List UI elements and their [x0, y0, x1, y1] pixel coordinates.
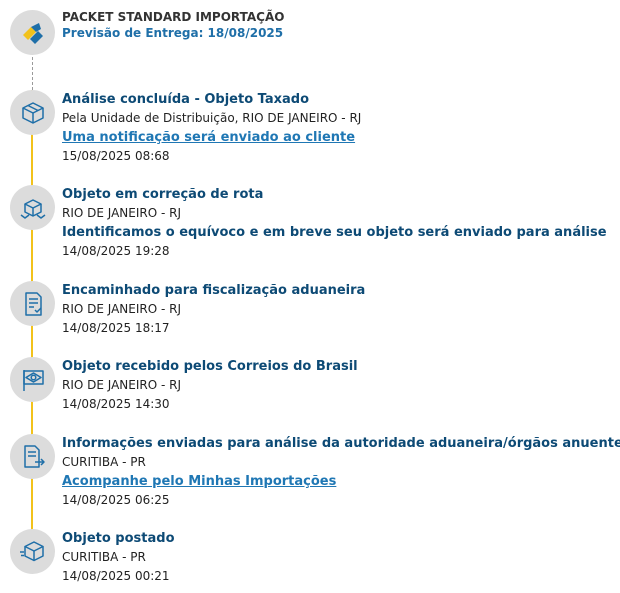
package-posted-icon — [10, 529, 55, 574]
event-title: Encaminhado para fiscalização aduaneira — [62, 283, 366, 298]
reroute-package-icon — [10, 185, 55, 230]
delivery-forecast: Previsão de Entrega: 18/08/2025 — [62, 26, 284, 40]
event-datetime: 14/08/2025 19:28 — [62, 244, 170, 258]
event-title: Informações enviadas para análise da aut… — [62, 436, 620, 451]
minhas-importacoes-link[interactable]: Acompanhe pelo Minhas Importações — [62, 474, 337, 489]
timeline-dashed-connector — [32, 52, 33, 90]
event-datetime: 14/08/2025 18:17 — [62, 321, 170, 335]
event-title: Objeto recebido pelos Correios do Brasil — [62, 359, 358, 374]
document-check-icon — [10, 281, 55, 326]
event-location: RIO DE JANEIRO - RJ — [62, 302, 182, 316]
event-location: CURITIBA - PR — [62, 455, 146, 469]
event-location: RIO DE JANEIRO - RJ — [62, 378, 182, 392]
event-datetime: 14/08/2025 06:25 — [62, 493, 170, 507]
event-title: Análise concluída - Objeto Taxado — [62, 92, 310, 107]
document-send-icon — [10, 434, 55, 479]
event-datetime: 14/08/2025 00:21 — [62, 569, 170, 583]
event-datetime: 14/08/2025 14:30 — [62, 397, 170, 411]
package-icon — [10, 90, 55, 135]
event-location: Pela Unidade de Distribuição, RIO DE JAN… — [62, 111, 362, 125]
event-title: Objeto postado — [62, 531, 175, 546]
event-datetime: 15/08/2025 08:68 — [62, 149, 170, 163]
correios-logo-icon — [10, 10, 55, 55]
event-location: RIO DE JANEIRO - RJ — [62, 206, 182, 220]
brazil-flag-icon — [10, 357, 55, 402]
event-note: Identificamos o equívoco e em breve seu … — [62, 225, 607, 240]
event-location: CURITIBA - PR — [62, 550, 146, 564]
notification-link[interactable]: Uma notificação será enviado ao cliente — [62, 130, 356, 145]
service-title: PACKET STANDARD IMPORTAÇÃO — [62, 10, 285, 24]
event-title: Objeto em correção de rota — [62, 187, 264, 202]
